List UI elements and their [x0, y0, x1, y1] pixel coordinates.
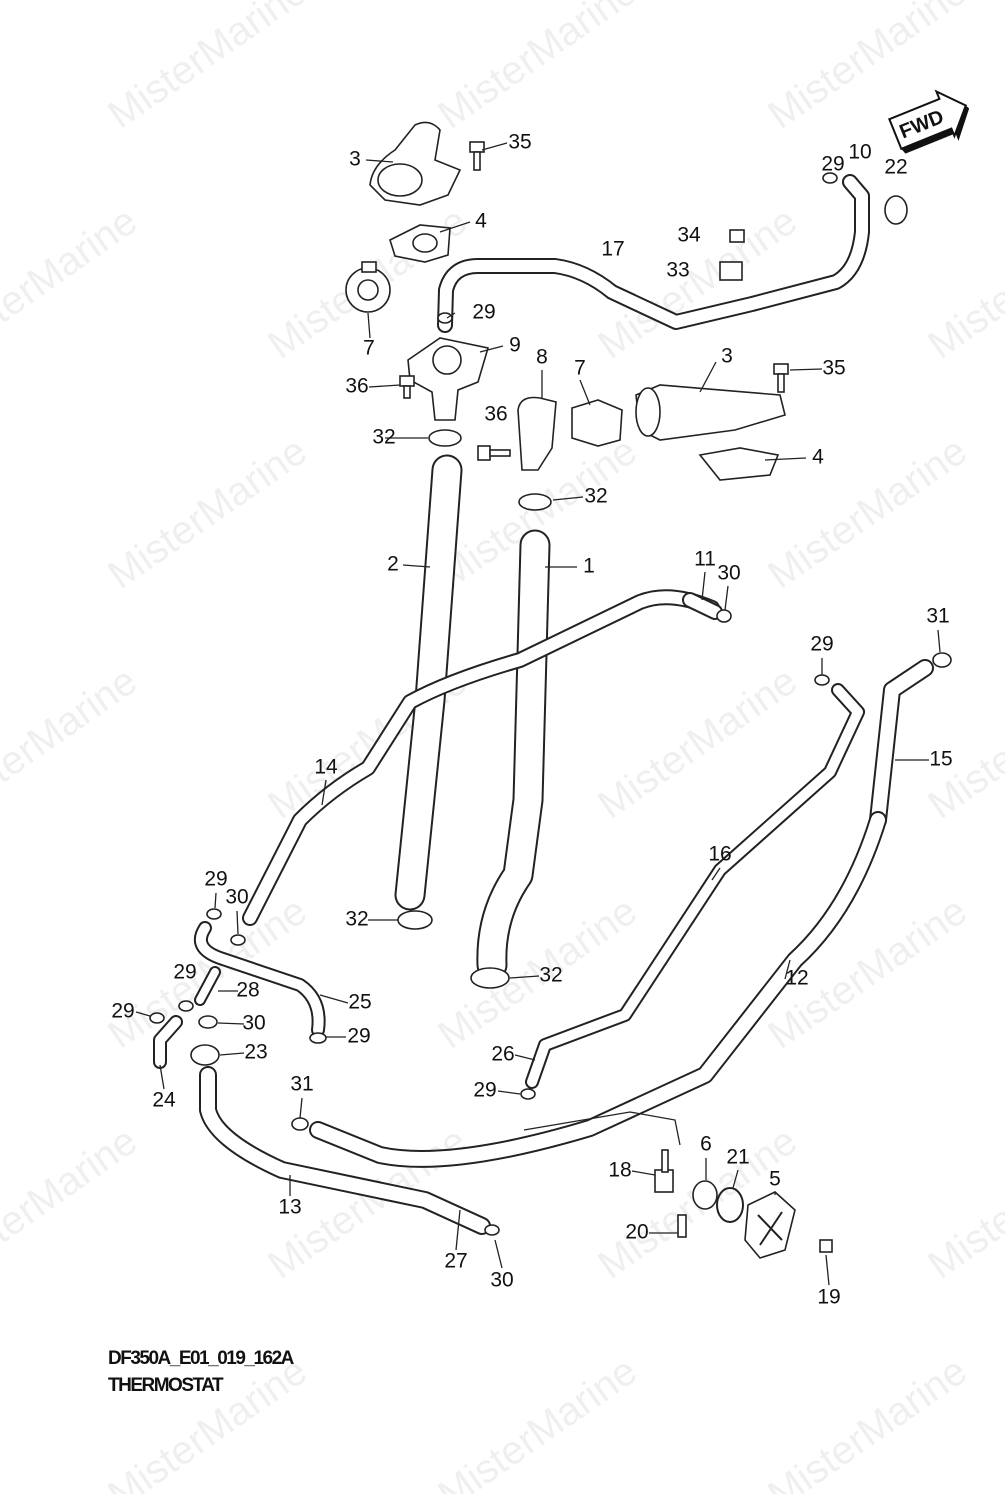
plug-6	[692, 1180, 718, 1210]
bolt-34	[729, 229, 745, 243]
leader-lines	[135, 142, 941, 1286]
elbow-8	[517, 396, 557, 471]
hoses	[153, 174, 934, 1235]
hose-11	[682, 592, 723, 620]
callout-32: 32	[584, 485, 607, 508]
hose-28	[194, 966, 221, 1006]
callout-4: 4	[812, 446, 824, 469]
fitting-18	[654, 1149, 674, 1193]
hose-25	[194, 921, 326, 1037]
bolt-35b	[773, 363, 789, 393]
callout-8: 8	[536, 346, 548, 369]
callout-31: 31	[926, 605, 949, 628]
callout-7: 7	[574, 357, 586, 380]
callout-7: 7	[363, 337, 375, 360]
callout-17: 17	[601, 238, 624, 261]
callout-29: 29	[347, 1025, 370, 1048]
callout-29: 29	[111, 1000, 134, 1023]
bracket-33	[719, 261, 743, 281]
bolt-19	[819, 1239, 833, 1253]
parts	[149, 121, 952, 1259]
grommet-22	[884, 195, 908, 225]
callout-31: 31	[290, 1073, 313, 1096]
callout-29: 29	[173, 961, 196, 984]
callout-32: 32	[372, 426, 395, 449]
diagram-code: DF350A_E01_019_162A	[108, 1348, 294, 1369]
bolt-36b	[477, 445, 511, 461]
thermostat-upper	[345, 261, 391, 313]
thermostat-lower	[571, 399, 623, 447]
callout-28: 28	[236, 979, 259, 1002]
callout-30: 30	[225, 886, 248, 909]
callout-13: 13	[278, 1196, 301, 1219]
bolt-20	[677, 1214, 687, 1238]
callout-3: 3	[721, 345, 733, 368]
housing-9	[407, 337, 490, 421]
bolt-36a	[399, 375, 415, 399]
callout-32: 32	[539, 964, 562, 987]
hose-13	[199, 1066, 491, 1235]
callout-35: 35	[508, 131, 531, 154]
callout-35: 35	[822, 357, 845, 380]
callout-29: 29	[204, 868, 227, 891]
callout-labels: 35 3 4 29 10 22 17 34 33 29 7 9 8 7 3 35…	[111, 131, 952, 1309]
hose-14	[242, 589, 720, 926]
hose-12	[309, 811, 887, 1168]
callout-18: 18	[608, 1159, 631, 1182]
callout-11: 11	[694, 548, 716, 571]
callout-27: 27	[444, 1250, 467, 1273]
callout-22: 22	[884, 156, 907, 179]
callout-16: 16	[708, 843, 731, 866]
callout-29: 29	[821, 153, 844, 176]
callout-23: 23	[244, 1041, 267, 1064]
hose-24	[153, 1015, 183, 1069]
callout-19: 19	[817, 1286, 840, 1309]
callout-4: 4	[475, 210, 487, 233]
bolt-35a	[469, 141, 485, 171]
callout-36: 36	[345, 375, 368, 398]
callout-2: 2	[387, 553, 399, 576]
diagram-title: THERMOSTAT	[108, 1375, 224, 1396]
callout-30: 30	[717, 562, 740, 585]
hose-15	[869, 659, 934, 829]
callout-29: 29	[472, 301, 495, 324]
callout-30: 30	[490, 1269, 513, 1292]
callout-34: 34	[677, 224, 701, 247]
callout-33: 33	[666, 259, 689, 282]
callout-25: 25	[348, 991, 371, 1014]
hose-1	[476, 529, 551, 981]
clamps	[149, 172, 952, 1236]
callout-12: 12	[785, 967, 808, 990]
callout-20: 20	[625, 1221, 648, 1244]
callout-5: 5	[769, 1168, 781, 1191]
callout-1: 1	[583, 555, 595, 578]
callout-29: 29	[473, 1079, 496, 1102]
fwd-arrow-icon: FWD	[888, 89, 970, 154]
callout-21: 21	[726, 1146, 749, 1169]
callout-32: 32	[345, 908, 368, 931]
callout-3: 3	[349, 148, 361, 171]
callout-30: 30	[242, 1012, 265, 1035]
callout-26: 26	[491, 1043, 514, 1066]
cover-5	[744, 1191, 796, 1259]
callout-14: 14	[314, 756, 338, 779]
thermostat-cover-upper	[369, 121, 462, 206]
hose-17	[437, 174, 870, 333]
callout-29: 29	[810, 633, 833, 656]
gasket-lower	[698, 447, 780, 481]
hose-16	[525, 683, 865, 1089]
grommet-23	[190, 1044, 220, 1066]
callout-10: 10	[848, 141, 871, 164]
thermostat-cover-lower	[635, 384, 786, 441]
callout-24: 24	[152, 1089, 176, 1112]
gasket-upper	[389, 224, 451, 263]
callout-9: 9	[509, 334, 521, 357]
callout-36: 36	[484, 403, 507, 426]
o-ring-21	[716, 1187, 744, 1223]
callout-6: 6	[700, 1133, 712, 1156]
callout-15: 15	[929, 748, 952, 771]
